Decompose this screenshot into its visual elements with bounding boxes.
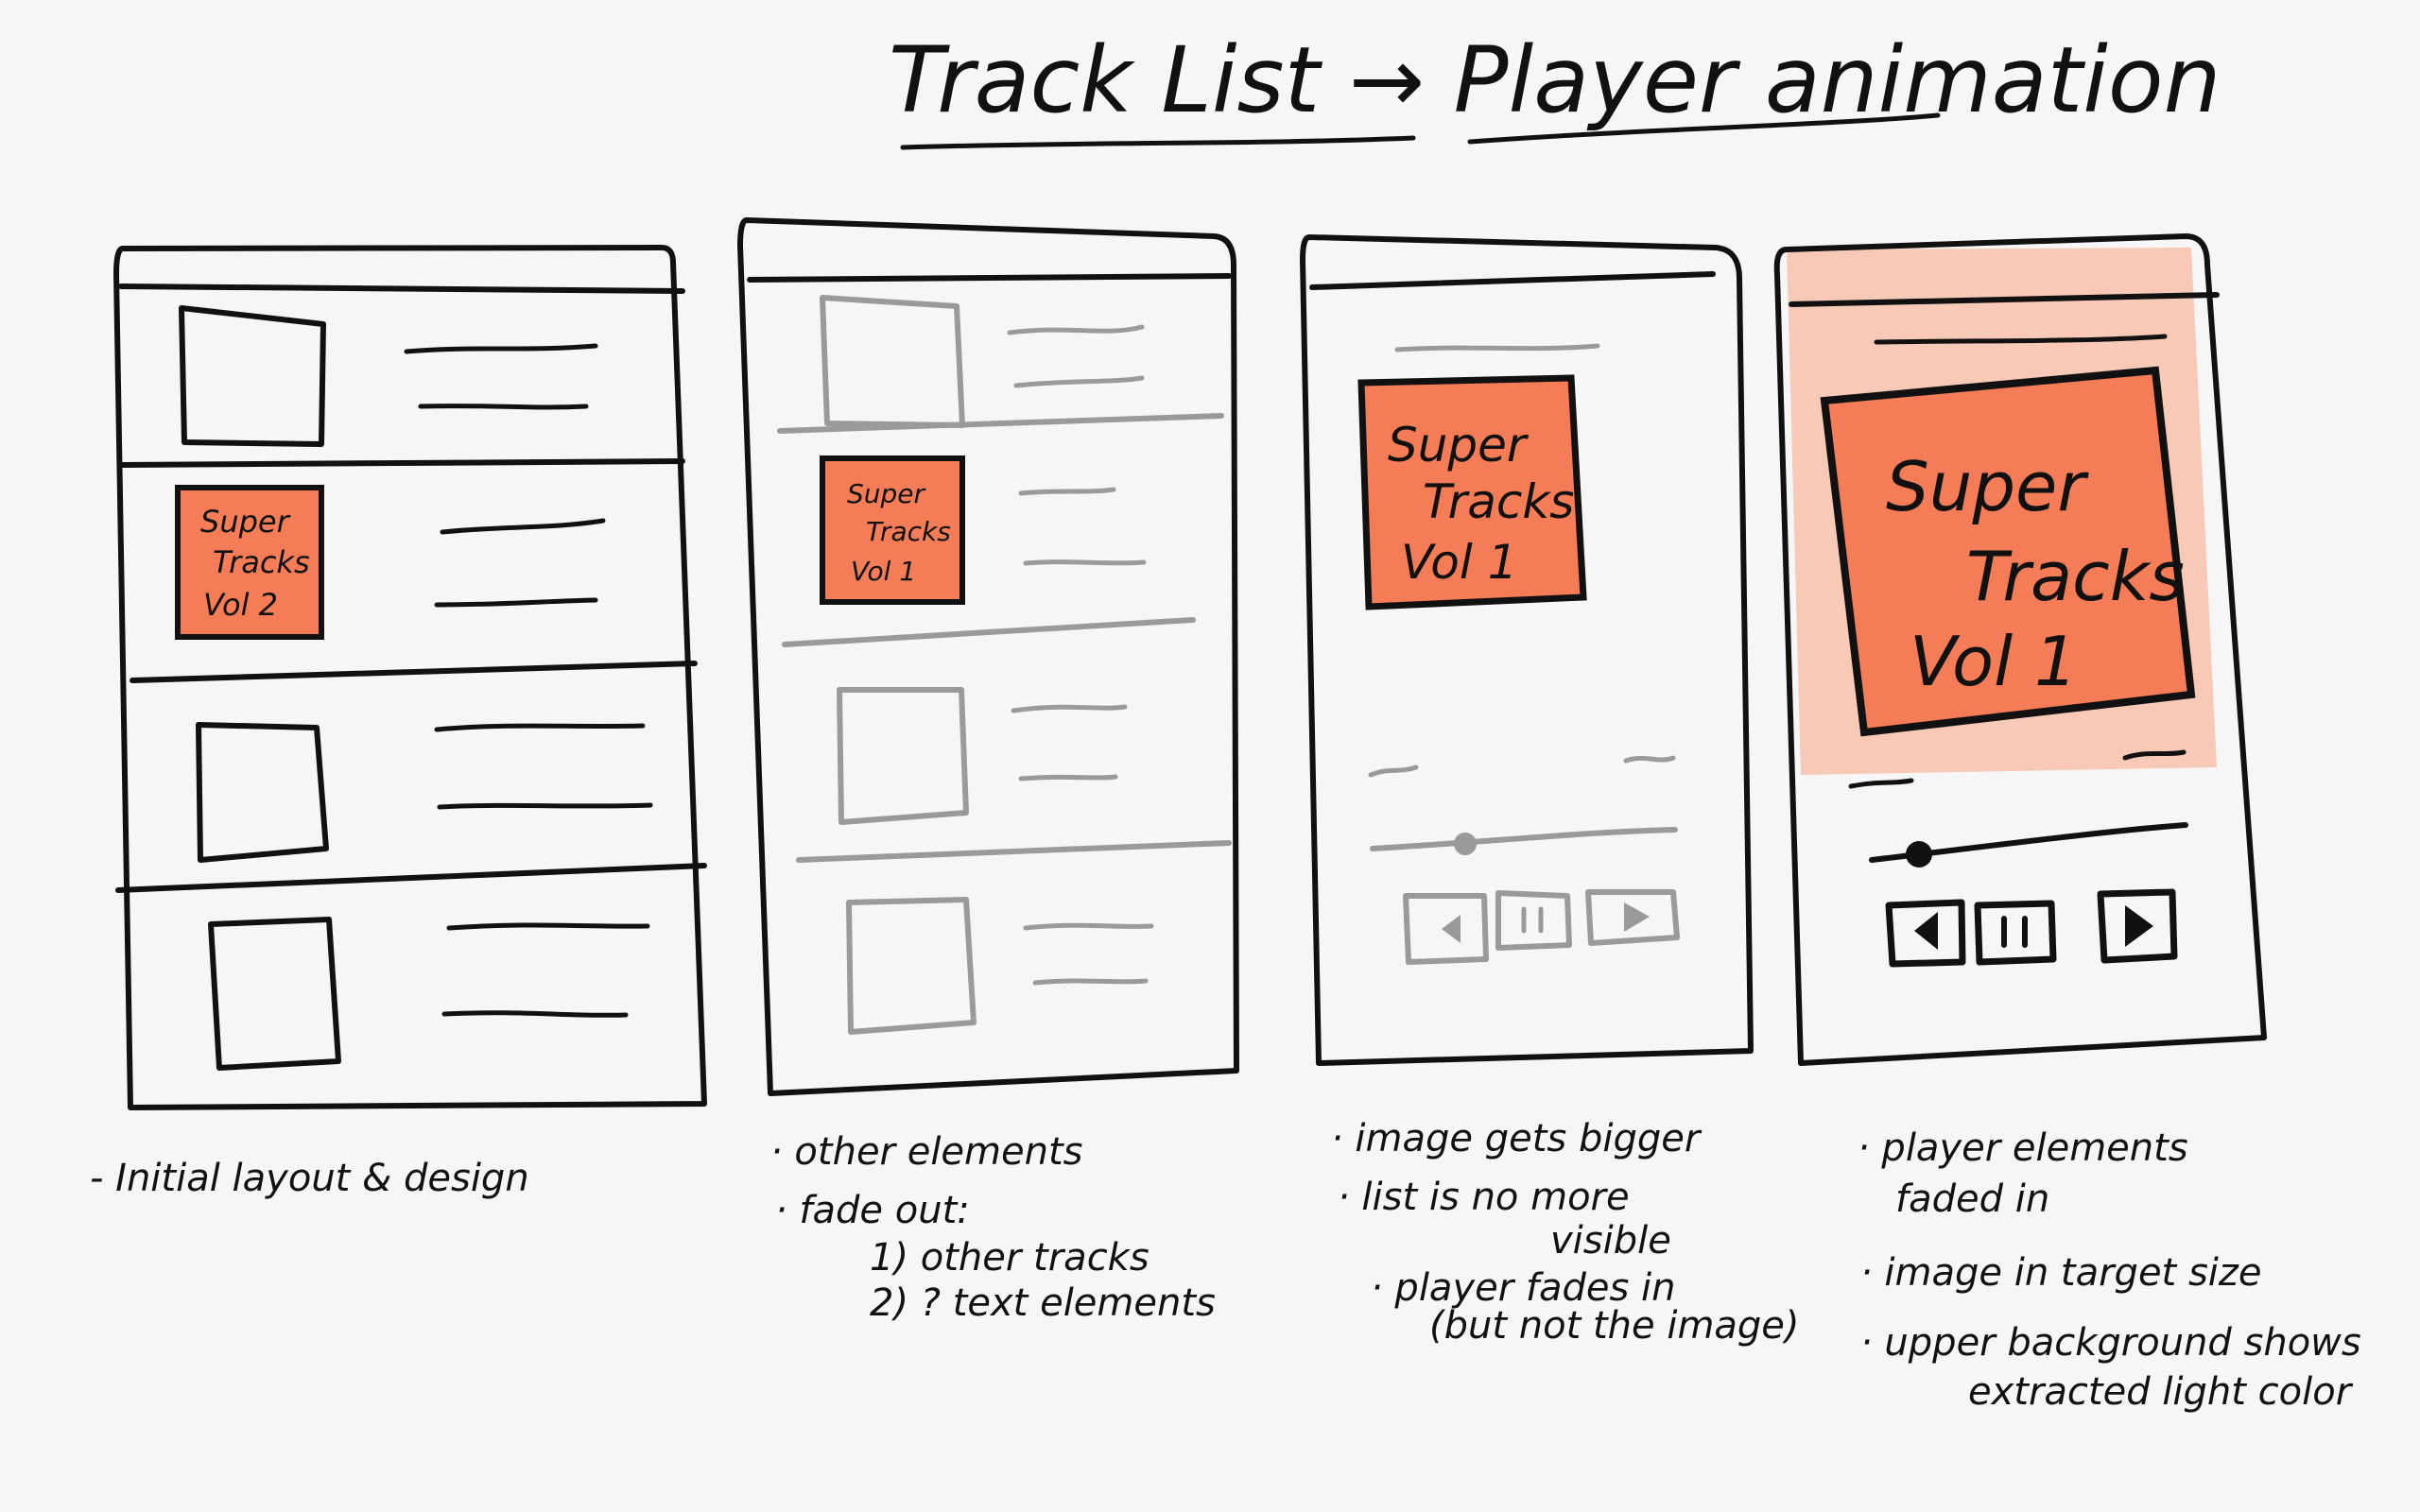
row-divider	[782, 617, 1196, 647]
note-line: · player elements	[1858, 1126, 2188, 1170]
time-label-placeholder	[1623, 755, 1676, 764]
row-divider	[115, 863, 707, 893]
text-placeholder	[404, 343, 598, 354]
previous-icon	[1442, 915, 1461, 943]
text-placeholder	[1394, 343, 1600, 352]
page-title: Track List → Player animation	[889, 27, 2221, 133]
cover-label-line: Tracks	[1423, 474, 1574, 529]
note-line: 1) other tracks	[870, 1236, 1150, 1280]
next-icon	[1624, 902, 1650, 932]
progress-knob	[1906, 841, 1932, 868]
text-placeholder	[441, 1010, 629, 1018]
progress-knob	[1454, 833, 1477, 855]
phone-frame	[1773, 233, 2267, 1066]
text-placeholder	[1013, 375, 1145, 388]
cover-label-line: Vol 1	[1401, 535, 1517, 590]
text-placeholder	[418, 404, 589, 410]
row-divider	[120, 458, 685, 468]
note-line: · image gets bigger	[1331, 1117, 1703, 1160]
cover-label-line: Super	[847, 478, 926, 509]
text-placeholder	[1007, 324, 1145, 335]
header-line	[1309, 271, 1716, 290]
cover-label-line: Vol 1	[851, 556, 916, 587]
text-placeholder	[1023, 922, 1154, 931]
cover-art	[820, 455, 965, 605]
row-divider	[796, 840, 1232, 863]
panel-1: Super Tracks Vol 2 - Initial layout & de…	[90, 245, 707, 1200]
note-line: 2) ? text elements	[870, 1281, 1216, 1325]
cover-label-line: Vol 2	[203, 587, 278, 623]
cover-label-line: Super	[1388, 418, 1530, 472]
cover-label-line: Super	[1886, 447, 2089, 526]
previous-button	[1885, 899, 1966, 968]
text-placeholder	[1874, 334, 2168, 345]
cover-label-line: Super	[200, 504, 291, 540]
note-line: · player fades in	[1371, 1266, 1676, 1310]
text-placeholder	[1018, 487, 1116, 496]
note-line: - Initial layout & design	[90, 1157, 529, 1200]
previous-icon	[1914, 912, 1938, 950]
header-line	[118, 284, 685, 294]
panel-3: Super Tracks Vol 1 · image gets bigger ·…	[1300, 234, 1800, 1348]
text-placeholder	[434, 597, 598, 608]
note-line: extracted light color	[1968, 1370, 2354, 1414]
panel-4: Super Tracks Vol 1 · player elements fad…	[1773, 233, 2361, 1414]
text-placeholder	[440, 518, 606, 535]
pause-button	[1974, 900, 2057, 966]
title-underline	[900, 112, 1941, 150]
cover-art	[1357, 374, 1587, 610]
note-line: visible	[1550, 1219, 1671, 1263]
header-line	[747, 273, 1232, 283]
phone-frame	[1300, 234, 1754, 1066]
text-placeholder	[1023, 559, 1147, 566]
cover-art	[175, 485, 324, 640]
title-group: Track List → Player animation	[889, 27, 2221, 150]
pause-button	[1495, 890, 1572, 951]
note-line: faded in	[1895, 1177, 2049, 1221]
cover-label-line: Vol 1	[1910, 622, 2078, 701]
time-label-placeholder	[2122, 749, 2187, 761]
phone-frame	[737, 217, 1239, 1096]
next-icon	[2125, 905, 2153, 947]
thumbnail	[196, 722, 329, 863]
row-divider	[777, 413, 1224, 434]
next-button	[2097, 888, 2178, 964]
cover-label-line: Tracks	[1966, 537, 2185, 616]
note-line: · list is no more	[1338, 1176, 1630, 1219]
previous-button	[1403, 893, 1489, 965]
text-placeholder	[1032, 978, 1149, 986]
cover-art	[1820, 366, 2196, 737]
text-placeholder	[434, 723, 646, 732]
note-line: · upper background shows	[1860, 1321, 2361, 1365]
note-line: (but not the image)	[1429, 1304, 1800, 1348]
time-label-placeholder	[1848, 778, 1914, 789]
header-line	[1789, 292, 2220, 307]
phone-frame	[113, 245, 707, 1110]
text-placeholder	[1018, 774, 1118, 782]
thumbnail	[208, 917, 341, 1071]
time-label-placeholder	[1368, 765, 1419, 778]
next-button	[1585, 889, 1680, 946]
pause-icon	[2001, 916, 2028, 948]
row-divider	[130, 661, 698, 683]
text-placeholder	[1011, 704, 1128, 713]
note-line: · fade out:	[775, 1189, 970, 1232]
pause-icon	[1521, 906, 1544, 934]
progress-track	[1370, 827, 1678, 851]
text-placeholder	[446, 922, 650, 931]
panel-2: Super Tracks Vol 1 · other elements · fa…	[737, 217, 1239, 1325]
thumbnail	[179, 305, 326, 447]
note-line: · other elements	[770, 1130, 1083, 1174]
thumbnail	[837, 687, 969, 825]
text-placeholder	[437, 802, 653, 810]
thumbnail	[846, 897, 977, 1035]
note-line: · image in target size	[1860, 1251, 2262, 1295]
cover-label-line: Tracks	[213, 544, 310, 580]
cover-label-line: Tracks	[866, 516, 951, 547]
thumbnail	[820, 295, 965, 428]
